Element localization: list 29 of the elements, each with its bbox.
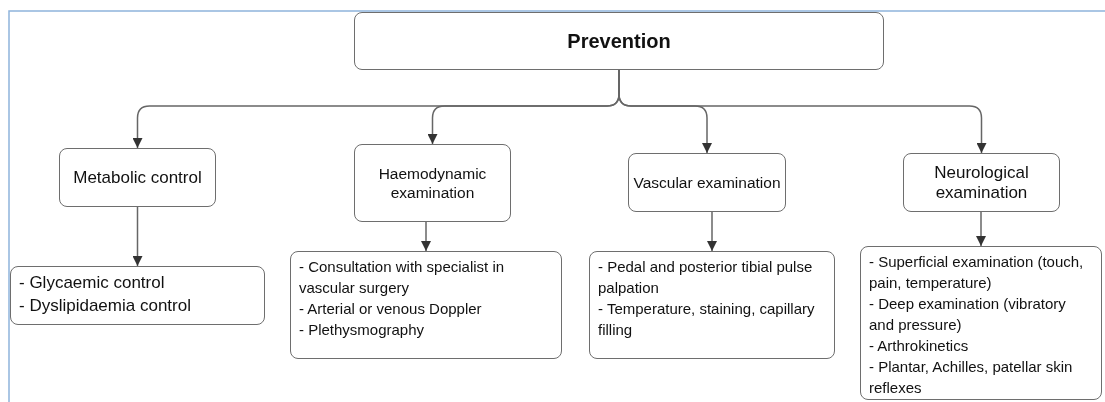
process-box bbox=[59, 148, 216, 207]
box-label: Metabolic control bbox=[73, 167, 202, 188]
box-label: Neurological examination bbox=[933, 162, 1030, 203]
title-text: Prevention bbox=[567, 29, 671, 53]
process-box bbox=[628, 153, 786, 212]
list-item: - Plethysmography bbox=[299, 320, 426, 340]
list-item: - Temperature, staining, capillary filling bbox=[598, 299, 816, 340]
box-label: Haemodynamic examination bbox=[377, 164, 488, 202]
list-box bbox=[10, 266, 265, 325]
list-item: - Deep examination (vibratory and pressure) bbox=[869, 294, 1067, 335]
list-box bbox=[589, 251, 835, 359]
list-item: - Arthrokinetics bbox=[869, 336, 970, 356]
list-item: - Glycaemic control bbox=[19, 272, 166, 294]
process-box bbox=[354, 12, 884, 70]
process-box bbox=[354, 144, 511, 222]
list-item: - Plantar, Achilles, patellar skin reflexes bbox=[869, 357, 1074, 398]
arrow bbox=[421, 221, 431, 252]
list-box bbox=[860, 246, 1102, 400]
box-label: Vascular examination bbox=[633, 173, 781, 192]
arrow bbox=[132, 206, 143, 267]
list-item: - Pedal and posterior tibial pulse palpation bbox=[598, 257, 814, 298]
arrow bbox=[707, 211, 717, 252]
list-box bbox=[290, 251, 562, 359]
list-item: - Arterial or venous Doppler bbox=[299, 299, 483, 319]
list-item: - Consultation with specialist in vascular surgery bbox=[299, 257, 506, 298]
list-item: - Dyslipidaemia control bbox=[19, 295, 192, 317]
list-item: - Superficial examination (touch, pain, temperature) bbox=[869, 252, 1085, 293]
process-box bbox=[903, 153, 1060, 212]
arrow bbox=[976, 211, 986, 247]
